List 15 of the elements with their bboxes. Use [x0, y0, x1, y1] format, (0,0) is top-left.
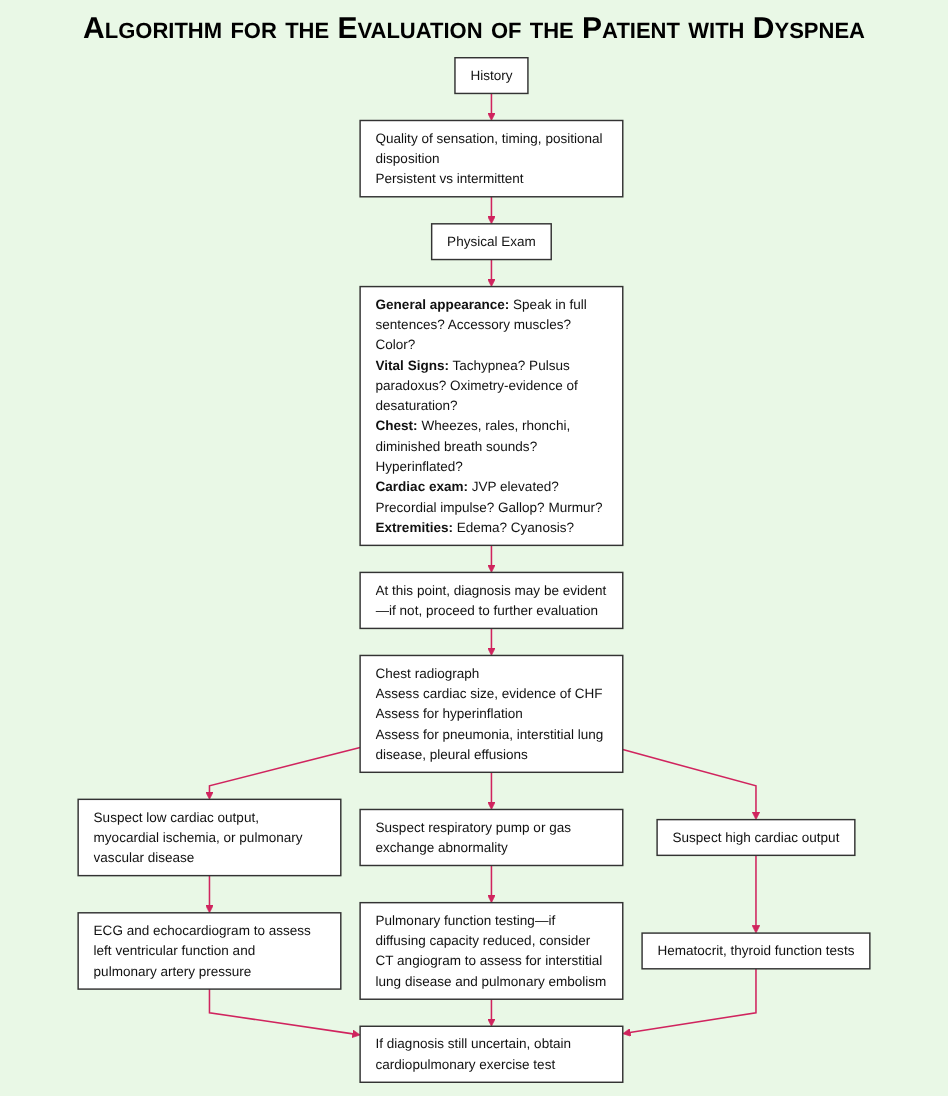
- arrow: [487, 258, 496, 287]
- arrow: [487, 544, 496, 573]
- arrow: [208, 988, 361, 1038]
- arrow: [487, 998, 496, 1027]
- arrow: [622, 748, 761, 820]
- arrow: [487, 92, 496, 121]
- arrow: [751, 854, 761, 934]
- arrow: [487, 771, 496, 810]
- arrow: [487, 864, 496, 904]
- arrow: [487, 627, 496, 656]
- diagram-title: Algorithm for the Evaluation of the Patient with Dyspnea: [81, 12, 867, 46]
- arrow: [205, 746, 361, 800]
- arrow: [205, 874, 214, 914]
- arrow: [622, 968, 757, 1037]
- arrow: [487, 196, 496, 225]
